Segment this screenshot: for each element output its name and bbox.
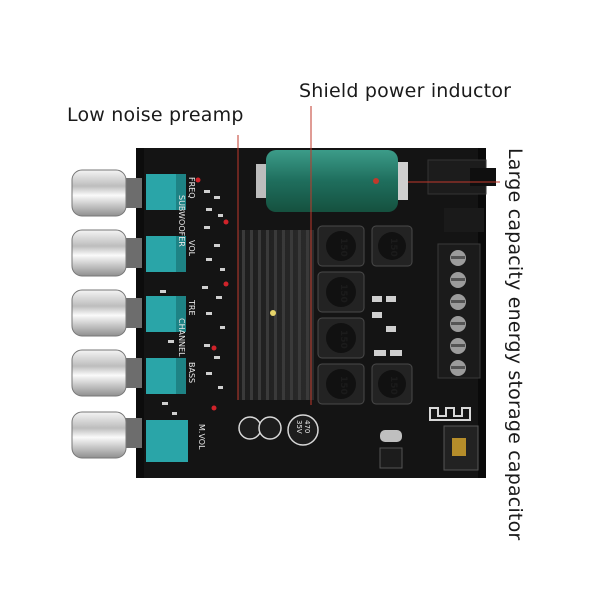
knob-bass	[71, 349, 127, 397]
callout-lines	[237, 106, 500, 405]
bt-chip	[379, 447, 403, 469]
silk-channel: CHANNEL	[177, 318, 186, 357]
heatsink	[238, 230, 314, 400]
inductor-marking-1: 150	[338, 238, 348, 257]
inductor-marking-6: 150	[388, 376, 398, 395]
callout-shield-power-inductor: Shield power inductor	[299, 80, 512, 102]
crystal	[380, 430, 402, 442]
silk-vol: VOL	[187, 240, 196, 257]
knob-freq	[71, 169, 127, 217]
smd-components	[160, 190, 225, 415]
knob-tre	[71, 289, 127, 337]
capacitor-marking: 470 35V	[295, 420, 311, 434]
bluetooth-antenna	[429, 407, 471, 421]
silk-bass: BASS	[187, 362, 196, 384]
silk-subwoofer: SUBWOOFER	[177, 195, 186, 247]
inductor-marking-4: 150	[338, 330, 348, 349]
inductor-cores	[326, 231, 406, 399]
knob-mvol	[71, 411, 127, 459]
inductor-marking-2: 150	[388, 238, 398, 257]
inductor-marking-3: 150	[338, 284, 348, 303]
callout-energy-storage-capacitor: Large capacity energy storage capacitor	[504, 148, 526, 541]
small-capacitors	[238, 414, 319, 446]
callout-low-noise-preamp: Low noise preamp	[67, 104, 244, 126]
knob-vol	[71, 229, 127, 277]
screw-terminal-block	[437, 243, 481, 379]
inductor-marking-5: 150	[338, 376, 348, 395]
volume-knobs	[71, 169, 127, 459]
energy-storage-capacitor	[256, 150, 408, 212]
silk-freq: FREQ	[187, 177, 196, 199]
silk-mvol: M.VOL	[197, 424, 206, 450]
red-leds	[195, 177, 229, 411]
silk-tre: TRE	[187, 300, 196, 316]
potentiometers	[146, 174, 188, 462]
